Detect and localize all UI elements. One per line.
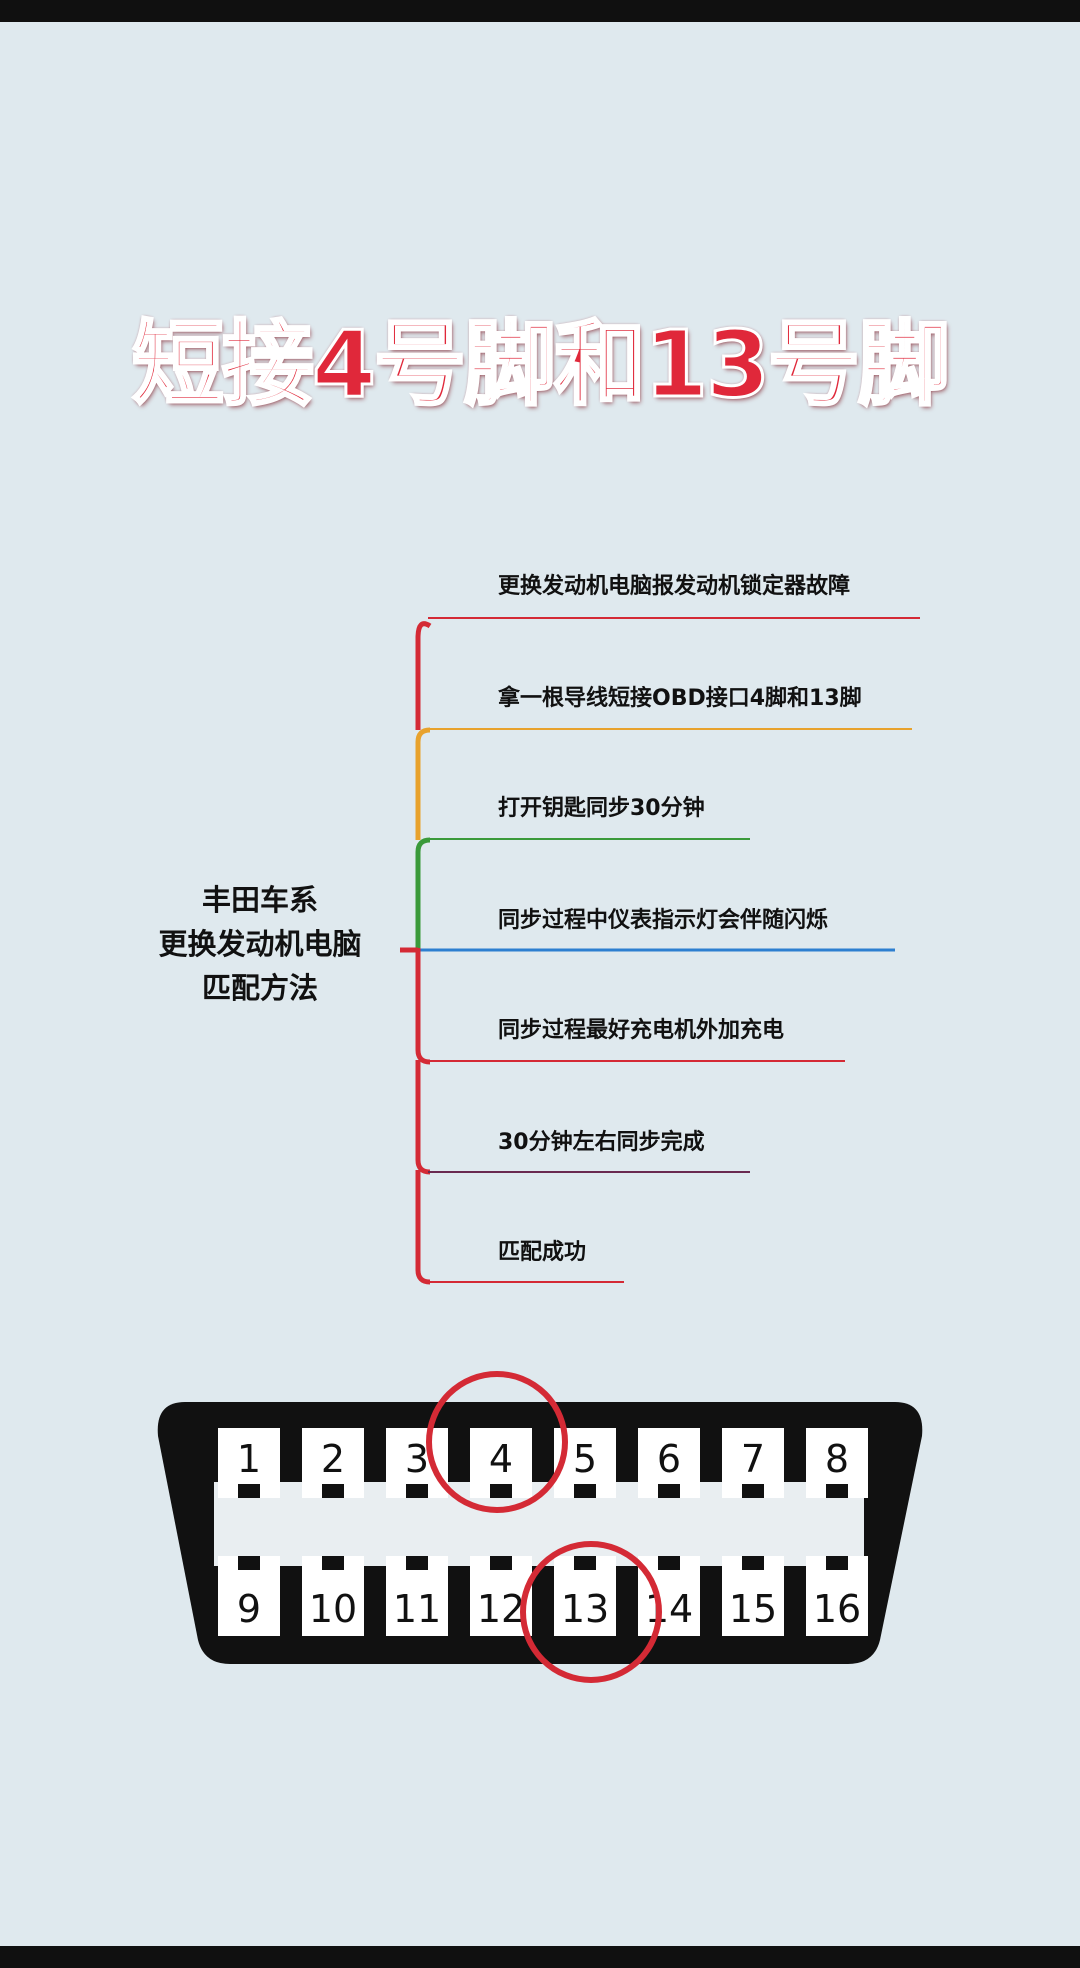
bottom-pin-tab-15 — [742, 1556, 764, 1570]
pin-number-15: 15 — [729, 1587, 777, 1631]
center-topic-line-2: 更换发动机电脑 — [158, 927, 362, 961]
bottom-pin-tab-16 — [826, 1556, 848, 1570]
pin-number-3: 3 — [405, 1437, 429, 1481]
bottom-bar — [0, 1946, 1080, 1968]
highlight-circle-pin-4 — [426, 1371, 568, 1513]
center-topic-line-3: 匹配方法 — [201, 971, 318, 1005]
pin-number-16: 16 — [813, 1587, 861, 1631]
highlight-circle-pin-13 — [520, 1541, 662, 1683]
bottom-pin-tab-14 — [658, 1556, 680, 1570]
top-pin-tab-5 — [574, 1484, 596, 1498]
branch-line-2 — [415, 727, 431, 840]
pin-number-4: 4 — [489, 1437, 513, 1481]
bottom-pin-tab-12 — [490, 1556, 512, 1570]
pin-number-11: 11 — [393, 1587, 441, 1631]
top-pin-tab-7 — [742, 1484, 764, 1498]
bottom-pin-tab-9 — [238, 1556, 260, 1570]
branch-line-7 — [415, 1170, 431, 1285]
top-pin-tab-8 — [826, 1484, 848, 1498]
center-topic: 丰田车系 更换发动机电脑 匹配方法 — [100, 878, 420, 1010]
branch-line-6 — [415, 1060, 431, 1175]
pin-number-13: 13 — [561, 1587, 609, 1631]
branch-text-4: 同步过程中仪表指示灯会伴随闪烁 — [498, 908, 829, 933]
branch-text-7: 匹配成功 — [498, 1240, 587, 1265]
branch-text-3: 打开钥匙同步30分钟 — [498, 796, 705, 821]
top-pin-tab-6 — [658, 1484, 680, 1498]
top-bar — [0, 0, 1080, 22]
center-topic-line-1: 丰田车系 — [201, 883, 318, 917]
branch-text-2: 拿一根导线短接OBD接口4脚和13脚 — [498, 686, 862, 711]
branch-line-1 — [415, 621, 432, 730]
pin-number-14: 14 — [645, 1587, 693, 1631]
top-pin-tab-1 — [238, 1484, 260, 1498]
top-pin-tab-3 — [406, 1484, 428, 1498]
page-title: 短接4号脚和13号脚 — [130, 310, 951, 420]
bottom-pin-tab-10 — [322, 1556, 344, 1570]
pin-number-5: 5 — [573, 1437, 597, 1481]
pin-number-7: 7 — [741, 1437, 765, 1481]
bottom-pin-tab-13 — [574, 1556, 596, 1570]
pin-number-2: 2 — [321, 1437, 345, 1481]
branch-line-3 — [415, 837, 431, 948]
top-pin-row: 1 2 3 4 5 6 7 8 — [218, 1428, 868, 1498]
branch-text-5: 同步过程最好充电机外加充电 — [498, 1018, 785, 1043]
pin-number-6: 6 — [657, 1437, 681, 1481]
bottom-pin-tab-11 — [406, 1556, 428, 1570]
branch-text-6: 30分钟左右同步完成 — [498, 1130, 705, 1155]
top-pin-tab-2 — [322, 1484, 344, 1498]
pin-number-8: 8 — [825, 1437, 849, 1481]
pin-number-12: 12 — [477, 1587, 525, 1631]
pin-number-9: 9 — [237, 1587, 261, 1631]
branch-line-5 — [415, 948, 431, 1065]
pin-number-1: 1 — [237, 1437, 261, 1481]
pin-number-10: 10 — [309, 1587, 357, 1631]
branch-text-1: 更换发动机电脑报发动机锁定器故障 — [498, 574, 851, 599]
top-pin-tab-4 — [490, 1484, 512, 1498]
